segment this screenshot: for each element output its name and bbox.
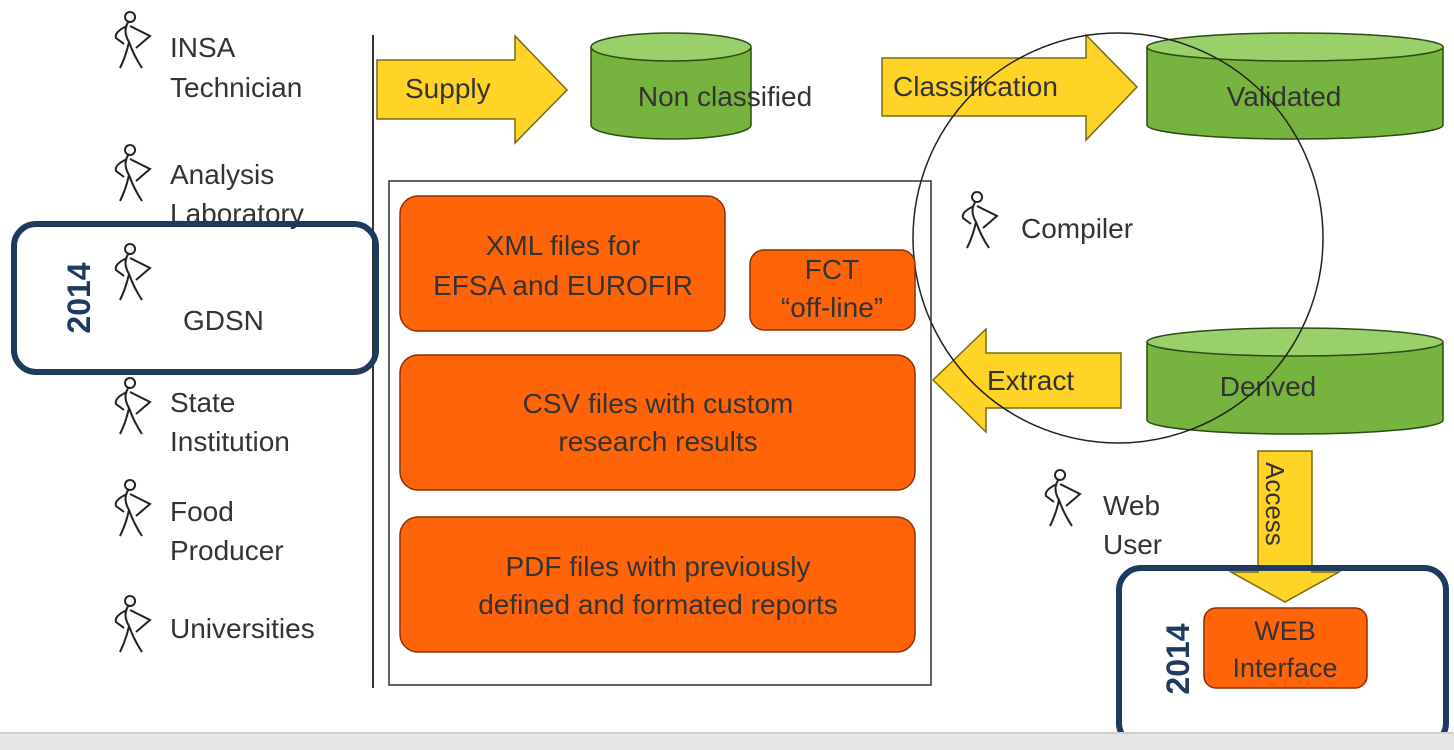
- stick-figure-icon: [114, 144, 152, 202]
- stick-figure-icon: [114, 377, 152, 435]
- actor-label-line2: Technician: [170, 72, 302, 103]
- actor-food-producer: Food Producer: [114, 479, 284, 566]
- supply-arrow: Supply: [376, 34, 569, 145]
- output-fct: FCT “off-line”: [749, 249, 916, 331]
- actor-label-line2: User: [1103, 529, 1162, 560]
- actor-label-line1: Universities: [170, 613, 315, 644]
- actor-web-user: Web User: [1044, 469, 1162, 560]
- actor-label-line1: INSA: [170, 32, 236, 63]
- actor-compiler: Compiler: [961, 191, 1133, 249]
- output-web-interface: WEB Interface: [1203, 607, 1368, 689]
- actor-label-line2: Institution: [170, 426, 290, 457]
- actor-label-line1: Food: [170, 496, 234, 527]
- actor-label-line1: Compiler: [1021, 213, 1133, 244]
- output-line2: EFSA and EUROFIR: [433, 270, 693, 301]
- actor-label-line1: State: [170, 387, 235, 418]
- stick-figure-icon: [1044, 469, 1082, 527]
- output-xml: XML files for EFSA and EUROFIR: [399, 195, 726, 332]
- db-validated: Validated: [1146, 32, 1444, 140]
- output-line2: Interface: [1232, 653, 1337, 683]
- actor-gdsn: GDSN: [114, 243, 264, 336]
- output-line2: defined and formated reports: [478, 589, 838, 620]
- output-csv: CSV files with custom research results: [399, 354, 916, 491]
- output-line2: “off-line”: [781, 292, 883, 323]
- actor-state-institution: State Institution: [114, 377, 290, 457]
- db-non-classified: Non classified: [590, 32, 812, 140]
- stick-figure-icon: [961, 191, 999, 249]
- highlight-year: 2014: [1160, 623, 1196, 694]
- stick-figure-icon: [114, 595, 152, 653]
- extract-arrow: Extract: [931, 327, 1122, 434]
- bottom-bar: [0, 732, 1454, 750]
- output-line1: PDF files with previously: [506, 551, 811, 582]
- actor-label-line1: Analysis: [170, 159, 274, 190]
- stick-figure-icon: [114, 479, 152, 537]
- actor-insa-technician: INSA Technician: [114, 11, 302, 103]
- db-label: Validated: [1227, 81, 1342, 112]
- highlight-year: 2014: [61, 262, 97, 333]
- actor-label-line1: Web: [1103, 490, 1160, 521]
- extract-label: Extract: [987, 365, 1074, 396]
- output-line1: FCT: [805, 254, 859, 285]
- db-label: Derived: [1220, 371, 1316, 402]
- classification-label: Classification: [893, 71, 1058, 102]
- stick-figure-icon: [114, 11, 152, 69]
- actor-universities: Universities: [114, 595, 315, 653]
- output-pdf: PDF files with previously defined and fo…: [399, 516, 916, 653]
- access-label: Access: [1260, 462, 1290, 546]
- db-label: Non classified: [638, 81, 812, 112]
- stick-figure-icon: [114, 243, 152, 301]
- actor-label-line2: Producer: [170, 535, 284, 566]
- output-line2: research results: [558, 426, 757, 457]
- outputs-container: [388, 180, 932, 686]
- compiler-scope-circle: [912, 32, 1324, 444]
- actor-analysis-laboratory: Analysis Laboratory: [114, 144, 304, 229]
- highlight-left-2014: 2014: [11, 221, 379, 375]
- supply-label: Supply: [405, 73, 491, 104]
- access-arrow: Access: [1228, 450, 1342, 603]
- actor-label-line1: GDSN: [183, 305, 264, 336]
- highlight-right-2014: 2014: [1116, 565, 1449, 748]
- output-line1: WEB: [1254, 616, 1316, 646]
- db-derived: Derived: [1146, 327, 1444, 435]
- output-line1: XML files for: [486, 230, 641, 261]
- classification-arrow: Classification: [881, 33, 1139, 142]
- output-line1: CSV files with custom: [523, 388, 794, 419]
